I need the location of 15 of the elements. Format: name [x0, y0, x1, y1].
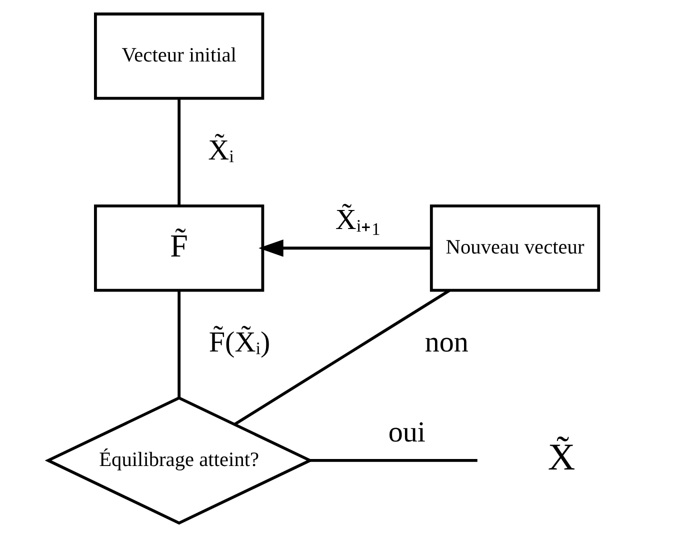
- edge-label: oui: [388, 416, 425, 449]
- connector: [177, 290, 180, 398]
- node-box: Nouveau vecteur: [429, 204, 600, 292]
- connector: [234, 289, 450, 426]
- edge-label: F̃(X̃ᵢ): [208, 326, 270, 358]
- edge-label: X̃ᵢ: [208, 134, 234, 166]
- connector: [310, 459, 477, 462]
- node-text: X̃: [547, 436, 575, 479]
- arrow: [258, 239, 431, 257]
- edge-label: X̃ᵢ₊₁: [334, 204, 381, 236]
- edge-label: non: [424, 326, 468, 358]
- node-diamond: Équilibrage atteint?: [44, 396, 313, 525]
- connector: [177, 98, 180, 206]
- node-box: F̃: [94, 204, 264, 292]
- node-box: Vecteur initial: [94, 12, 264, 100]
